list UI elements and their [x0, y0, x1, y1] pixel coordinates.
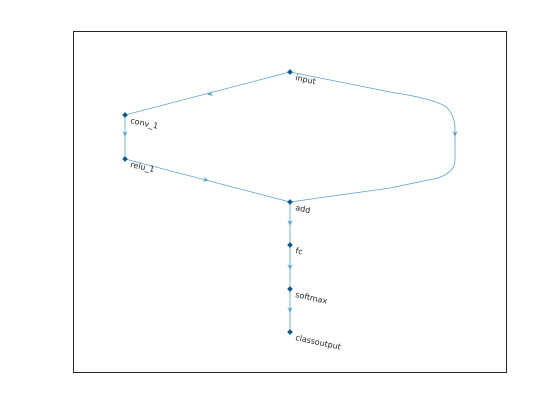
node-marker: [287, 286, 293, 292]
edge-group: [122, 71, 458, 332]
arrowhead-relu_1-to-add: [202, 176, 209, 182]
edge-input-to-conv_1: [124, 71, 291, 116]
node-marker: [287, 329, 293, 335]
node-classoutput: classoutput: [287, 329, 342, 352]
node-marker: [287, 69, 293, 75]
node-label: fc: [295, 246, 304, 256]
arrowhead-add-to-fc: [287, 220, 293, 226]
arrowhead-softmax-to-classoutput: [287, 307, 293, 313]
arrowhead-conv_1-to-relu_1: [122, 131, 128, 137]
node-marker: [122, 112, 128, 118]
node-fc: fc: [287, 242, 304, 256]
arrowhead-fc-to-softmax: [287, 264, 293, 270]
node-label: input: [295, 73, 317, 86]
node-label: relu_1: [130, 160, 156, 174]
node-label: add: [295, 203, 312, 215]
node-conv_1: conv_1: [122, 112, 159, 131]
node-add: add: [287, 199, 311, 215]
node-marker: [122, 156, 128, 162]
node-input: input: [287, 69, 317, 86]
arrowhead-input-to-add: [452, 131, 458, 137]
node-marker: [287, 199, 293, 205]
node-softmax: softmax: [287, 286, 328, 306]
node-label: classoutput: [295, 333, 342, 351]
node-label: softmax: [295, 290, 329, 306]
node-relu_1: relu_1: [122, 156, 155, 174]
arrowhead-input-to-conv_1: [207, 90, 214, 96]
edge-input-to-add: [289, 71, 456, 203]
node-marker: [287, 242, 293, 248]
node-label: conv_1: [130, 116, 159, 131]
